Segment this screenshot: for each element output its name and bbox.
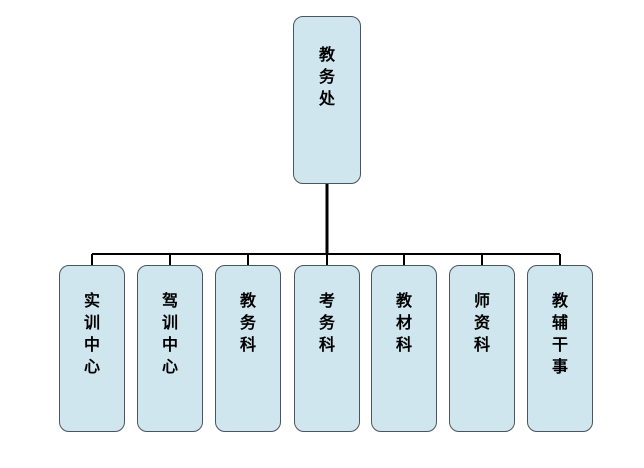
child-label-char: 科: [318, 335, 335, 354]
root-label-char: 处: [318, 89, 335, 108]
child-node-shixun-zhongxin: 实 训 中 心: [59, 265, 125, 432]
child-label-char: 辅: [551, 313, 568, 332]
child-label-char: 师: [473, 291, 490, 310]
child-label-char: 考: [318, 291, 335, 310]
child-label-char: 务: [239, 313, 256, 332]
child-label-char: 干: [551, 335, 568, 354]
child-node-jiaxun-zhongxin: 驾 训 中 心: [137, 265, 203, 432]
child-label-char: 中: [83, 335, 100, 354]
child-label-char: 科: [395, 335, 412, 354]
child-node-jiaowuke: 教 务 科: [215, 265, 281, 432]
child-label-char: 训: [161, 313, 178, 332]
child-label-char: 科: [239, 335, 256, 354]
child-node-jiaofu-ganshi: 教 辅 干 事: [527, 265, 593, 432]
child-node-shizike: 师 资 科: [449, 265, 515, 432]
child-node-jiaocaike: 教 材 科: [371, 265, 437, 432]
root-label-char: 教: [318, 45, 335, 64]
child-label-char: 事: [551, 357, 568, 376]
child-label-char: 实: [83, 291, 100, 310]
child-label-char: 务: [318, 313, 335, 332]
child-node-kaowuke: 考 务 科: [294, 265, 360, 432]
child-label-char: 材: [395, 313, 412, 332]
child-label-char: 心: [83, 357, 100, 376]
root-label-char: 务: [318, 67, 335, 86]
child-label-char: 心: [161, 357, 178, 376]
child-label-char: 教: [551, 291, 568, 310]
child-label-char: 科: [473, 335, 490, 354]
child-label-char: 教: [395, 291, 412, 310]
root-node-jiaowuchu: 教 务 处: [293, 16, 361, 184]
child-label-char: 训: [83, 313, 100, 332]
child-label-char: 教: [239, 291, 256, 310]
child-label-char: 中: [161, 335, 178, 354]
child-label-char: 驾: [161, 291, 178, 310]
child-label-char: 资: [473, 313, 490, 332]
